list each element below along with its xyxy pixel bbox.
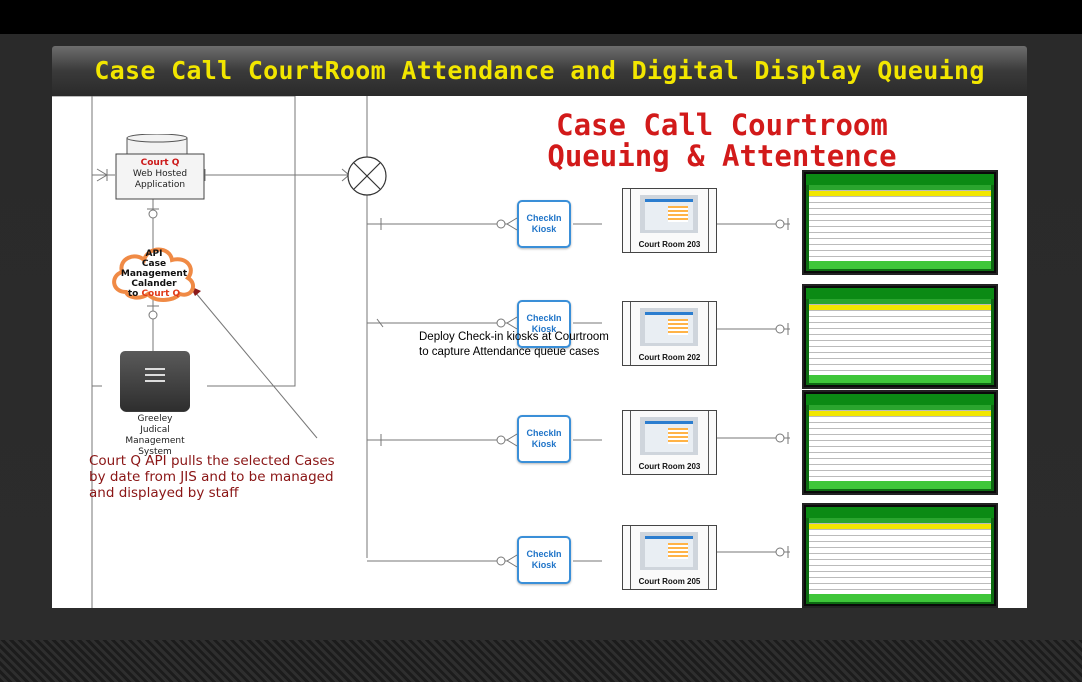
- kiosk-1-label-2: Kiosk: [531, 224, 557, 234]
- api-line-4-prefix: to: [127, 289, 142, 299]
- court-q-title: Court Q: [140, 158, 180, 168]
- courtroom-4-label: Court Room 205: [638, 577, 701, 586]
- api-note: Court Q API pulls the selected Cases by …: [89, 453, 335, 501]
- jis-server-node: [120, 351, 190, 413]
- api-line-1: API: [145, 249, 163, 259]
- connector-lines: [52, 96, 790, 608]
- kiosk-4-label-1: CheckIn: [526, 549, 562, 559]
- laptop-screen-icon: [640, 308, 698, 346]
- courtroom-3: Court Room 203: [622, 410, 717, 475]
- courtroom-4: Court Room 205: [622, 525, 717, 590]
- jis-line-4: System: [138, 447, 172, 457]
- kiosk-3-label-1: CheckIn: [526, 428, 562, 438]
- court-q-application-node: Court Q Web Hosted Application: [115, 134, 205, 200]
- court-q-line-2: Web Hosted: [132, 169, 188, 179]
- courtroom-2: Court Room 202: [622, 301, 717, 366]
- kiosk-4-label-2: Kiosk: [531, 560, 557, 570]
- kiosk-note: Deploy Check-in kiosks at Courtroom to c…: [419, 331, 609, 358]
- queue-display-2: [804, 286, 996, 387]
- api-line-3: Calander: [131, 279, 177, 289]
- court-q-label: Court Q Web Hosted Application: [116, 158, 204, 191]
- jis-line-3: Management: [125, 436, 185, 446]
- diagram-headline: Case Call Courtroom Queuing & Attentence: [522, 110, 922, 172]
- courtroom-2-label: Court Room 202: [638, 353, 701, 362]
- bottom-texture-strip: [0, 640, 1082, 682]
- kiosk-2-label-1: CheckIn: [526, 313, 562, 323]
- api-cloud-node: API Case Management Calander to Court Q: [108, 240, 200, 302]
- title-band: Case Call CourtRoom Attendance and Digit…: [52, 46, 1027, 96]
- database-cylinder-icon: [115, 134, 205, 200]
- jis-line-2: Judical: [140, 425, 170, 435]
- courtroom-1-label: Court Room 203: [638, 240, 701, 249]
- page-title: Case Call CourtRoom Attendance and Digit…: [94, 56, 985, 85]
- api-label: API Case Management Calander to Court Q: [114, 249, 194, 299]
- laptop-screen-icon: [640, 417, 698, 455]
- top-bar: [0, 0, 1082, 34]
- jis-line-1: Greeley: [137, 414, 173, 424]
- queue-display-4: [804, 505, 996, 606]
- laptop-screen-icon: [640, 532, 698, 570]
- court-q-line-3: Application: [134, 180, 186, 190]
- cloud-icon: [112, 247, 196, 302]
- laptop-screen-icon: [640, 195, 698, 233]
- api-line-4: to Court Q: [114, 289, 194, 299]
- diagram-slide: Case Call Courtroom Queuing & Attentence…: [52, 96, 1027, 608]
- headline-line-1: Case Call Courtroom: [556, 108, 888, 142]
- server-icon: [120, 351, 190, 412]
- api-line-2: Case Management: [120, 259, 188, 279]
- queue-display-3: [804, 392, 996, 493]
- kiosk-1-label-1: CheckIn: [526, 213, 562, 223]
- courtroom-1: Court Room 203: [622, 188, 717, 253]
- gateway-symbol: [347, 156, 387, 196]
- courtroom-3-label: Court Room 203: [638, 462, 701, 471]
- kiosk-3-label-2: Kiosk: [531, 439, 557, 449]
- headline-line-2: Queuing & Attentence: [547, 139, 897, 173]
- jis-label: Greeley Judical Management System: [105, 414, 205, 458]
- kiosk-2-label-2: Kiosk: [531, 324, 557, 334]
- api-line-4-accent: Court Q: [141, 289, 181, 299]
- queue-display-1: [804, 172, 996, 273]
